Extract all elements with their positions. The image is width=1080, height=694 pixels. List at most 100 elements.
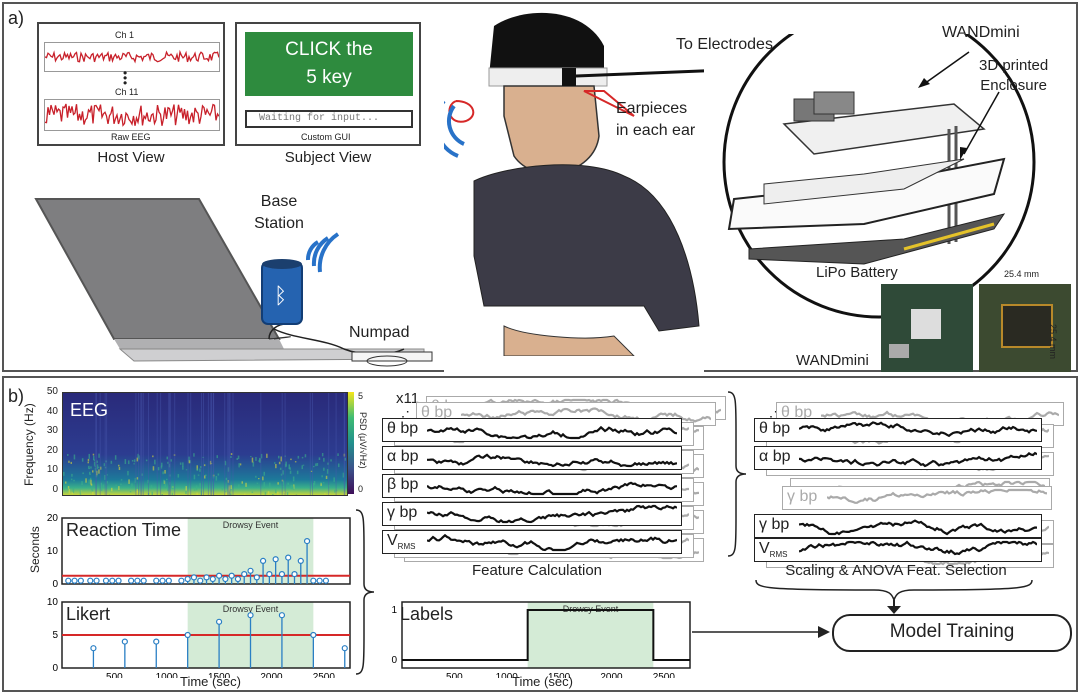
device-callout: [722, 34, 1036, 319]
data-point: [65, 577, 72, 584]
data-point: [90, 645, 97, 652]
data-point: [234, 575, 242, 583]
feature-label: θ bp: [421, 404, 453, 421]
feature-label: θ bp: [781, 404, 813, 421]
ytick-label: 1: [391, 605, 397, 616]
eeg-ytick: 10: [46, 464, 58, 476]
drowsy-event-label: Drowsy Event: [223, 604, 279, 614]
ytick-label: 0: [52, 663, 58, 674]
labels-title: Labels: [400, 604, 454, 624]
feature-label: VRMS: [759, 540, 788, 560]
ytick-label: 10: [47, 546, 59, 557]
data-point: [247, 612, 254, 619]
earpieces-label: Earpieces in each ear: [616, 98, 695, 142]
labels-xlabel: Time (sec): [512, 674, 573, 689]
xtick-label: 2000: [260, 672, 283, 678]
laptop-illustration: [34, 198, 433, 367]
label-line: [402, 609, 690, 661]
enclosure-line-1: 3D printed: [979, 57, 1049, 74]
feature-label: α bp: [759, 448, 791, 465]
input-field[interactable]: Waiting for input...: [245, 110, 413, 128]
to-model-arrow: [692, 626, 830, 638]
selection-brace-arrow: [755, 579, 1033, 614]
feature-label: α bp: [387, 448, 419, 465]
base-station-line-2: Station: [254, 215, 304, 232]
data-point: [115, 577, 122, 584]
data-point: [87, 577, 94, 584]
plot-frame: [401, 601, 691, 669]
feature-trace: [427, 425, 677, 440]
base-station-label: Base Station: [244, 191, 314, 235]
enclosure-line-2: Enclosure: [980, 77, 1047, 94]
feature-row: VRMS: [754, 538, 1042, 562]
panel-a-label: a): [8, 8, 25, 28]
numpad-label: Numpad: [349, 324, 410, 341]
data-point: [247, 567, 254, 574]
drowsy-event-label: Drowsy Event: [223, 520, 279, 530]
data-point: [134, 577, 141, 584]
raw-eeg-caption: Raw EEG: [111, 132, 151, 142]
data-point: [190, 574, 198, 581]
data-point: [140, 577, 147, 584]
subject-view-caption: Subject View: [284, 149, 372, 166]
feature-trace: [799, 519, 1037, 536]
feature-trace: [461, 407, 711, 424]
dimension-horizontal: 25.4 mm: [1004, 269, 1040, 279]
data-point: [184, 631, 191, 639]
feature-row: θ bp: [754, 418, 1042, 442]
feature-row: γ bp: [754, 514, 1042, 538]
board-photo-back: [979, 284, 1071, 372]
data-point: [278, 570, 286, 578]
eeg-ytick: 0: [52, 484, 58, 495]
data-point: [272, 556, 279, 563]
data-point: [222, 575, 229, 583]
earpieces-line-1: Earpieces: [616, 100, 688, 117]
eeg-spectrogram: [62, 392, 348, 496]
feature-label: γ bp: [387, 504, 418, 521]
feature-trace: [427, 533, 677, 552]
xtick-label: 500: [106, 672, 123, 678]
data-point: [203, 574, 210, 581]
person-illustration: [444, 12, 704, 374]
cbar-tick-top: 5: [358, 391, 364, 401]
feature-row: α bp: [754, 446, 1042, 470]
xtick-label: 1000: [496, 672, 519, 678]
drowsy-event-region: [527, 602, 654, 668]
x11-label: x11: [396, 390, 420, 407]
input-text: Waiting for input...: [259, 113, 380, 124]
xtick-label: 500: [446, 672, 463, 678]
eeg-ytick: 30: [46, 425, 58, 437]
data-point: [93, 577, 100, 584]
click-prompt: CLICK the 5 key: [245, 32, 413, 96]
data-point: [316, 577, 323, 584]
reaction-title: Reaction Time: [66, 520, 182, 540]
channel-ellipsis: •••: [123, 66, 128, 90]
ytick-label: 0: [391, 655, 397, 666]
host-view-window: Ch 1 ••• Ch 11 Raw EEG: [37, 22, 225, 146]
feature-trace: [427, 453, 677, 468]
data-point: [159, 577, 166, 584]
data-point: [310, 631, 317, 639]
board-photo-front: [881, 284, 973, 372]
ytick-label: 0: [52, 579, 58, 590]
lipo-label: LiPo Battery: [816, 264, 898, 281]
feature-label: VRMS: [387, 532, 416, 552]
xtick-label: 2500: [313, 672, 336, 678]
wandmini-top-label: WANDmini: [942, 24, 1020, 41]
ghost-feature-row: γ bp: [782, 486, 1052, 510]
xtick-label: 1000: [156, 672, 179, 678]
feature-label: θ bp: [387, 420, 419, 437]
data-point: [241, 570, 248, 578]
panel-a: a) Ch 1 ••• Ch 11 Raw EEG Host View CLIC…: [2, 2, 1078, 374]
feature-label: γ bp: [759, 516, 790, 533]
data-point: [322, 577, 330, 584]
data-point: [303, 538, 311, 545]
base-station-device: [261, 232, 340, 325]
data-point: [228, 572, 235, 579]
data-point: [184, 575, 191, 583]
dimension-vertical: 25.4 mm: [1048, 324, 1058, 360]
feature-trace: [799, 451, 1037, 468]
